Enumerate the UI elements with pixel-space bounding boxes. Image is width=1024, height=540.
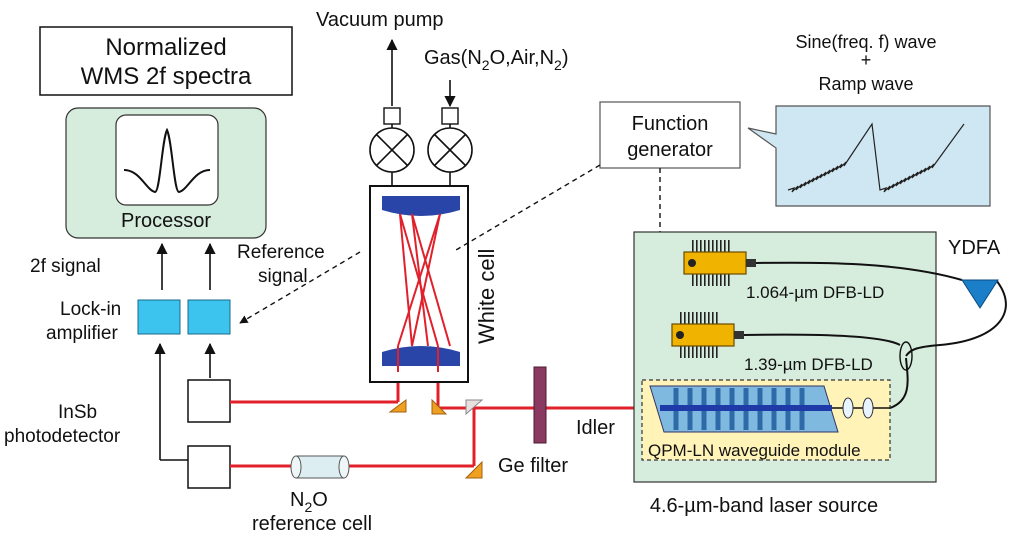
optical-fibers — [743, 261, 1007, 409]
lockin-label-line2: amplifier — [46, 323, 118, 344]
lockin-amplifier-1 — [137, 299, 181, 335]
ydfa-amplifier — [961, 279, 999, 309]
dfb-ld-139 — [671, 312, 744, 358]
gas-label: Gas(N2O,Air,N2) — [424, 47, 569, 73]
insb-photodetector-2 — [187, 445, 231, 489]
dfb-ld-1064 — [683, 240, 756, 286]
processor-label: Processor — [121, 210, 211, 232]
reference-cell-label: reference cell — [252, 513, 372, 535]
insb-label-line2: photodetector — [4, 426, 121, 447]
mirror-3 — [464, 460, 483, 479]
beam-splitter — [465, 399, 484, 416]
function-generator-box — [599, 101, 741, 169]
normalized-spectra-box: Normalized WMS 2f spectra — [39, 26, 293, 96]
function-gen-line2: generator — [627, 139, 713, 161]
ge-filter — [533, 366, 547, 444]
dfb-139-label: 1.39-µm DFB-LD — [744, 355, 873, 374]
lockin-label-line1: Lock-in — [60, 299, 121, 320]
mirror-2 — [431, 398, 448, 415]
waveform-callout — [747, 105, 991, 207]
sine-ramp-waveform — [787, 122, 965, 193]
white-cell — [369, 185, 469, 383]
dfb-1064-label: 1.064-µm DFB-LD — [746, 283, 884, 302]
fg-to-white-cell-dashed — [455, 164, 601, 251]
normalized-label-line2: WMS 2f spectra — [81, 63, 252, 90]
vacuum-pump-label: Vacuum pump — [316, 9, 443, 31]
lockin-amplifier-2 — [187, 299, 231, 335]
processor-panel: Processor — [65, 107, 267, 239]
wms-2f-spectrum-curve — [123, 127, 211, 194]
reference-label-line2: signal — [258, 266, 308, 287]
sine-label-line2: Ramp wave — [818, 74, 913, 94]
gas-inlet-valve — [427, 80, 473, 186]
fiber-coupler — [899, 341, 913, 371]
white-cell-label: White cell — [474, 249, 499, 344]
insb-label-line1: InSb — [58, 402, 97, 423]
ge-filter-label: Ge filter — [498, 455, 568, 477]
sine-label-line1: Sine(freq. f) wave — [795, 32, 936, 52]
insb-photodetector-1 — [187, 379, 231, 423]
laser-source-label: 4.6-µm-band laser source — [650, 495, 878, 517]
qpm-ln-waveguide-module — [641, 379, 891, 461]
qpm-module-label: QPM-LN waveguide module — [648, 441, 861, 460]
idler-label: Idler — [576, 417, 615, 439]
n2o-reference-cell — [290, 455, 350, 479]
sine-label-plus: + — [861, 50, 872, 70]
n2o-label: N2O — [290, 489, 328, 515]
mirror-1 — [388, 399, 407, 413]
function-gen-line1: Function — [632, 113, 709, 135]
reference-label-line1: Reference — [237, 242, 325, 263]
ydfa-label: YDFA — [948, 237, 1001, 259]
two-f-signal-label: 2f signal — [30, 256, 101, 277]
vacuum-valve — [369, 38, 415, 186]
normalized-label-line1: Normalized — [105, 34, 226, 61]
